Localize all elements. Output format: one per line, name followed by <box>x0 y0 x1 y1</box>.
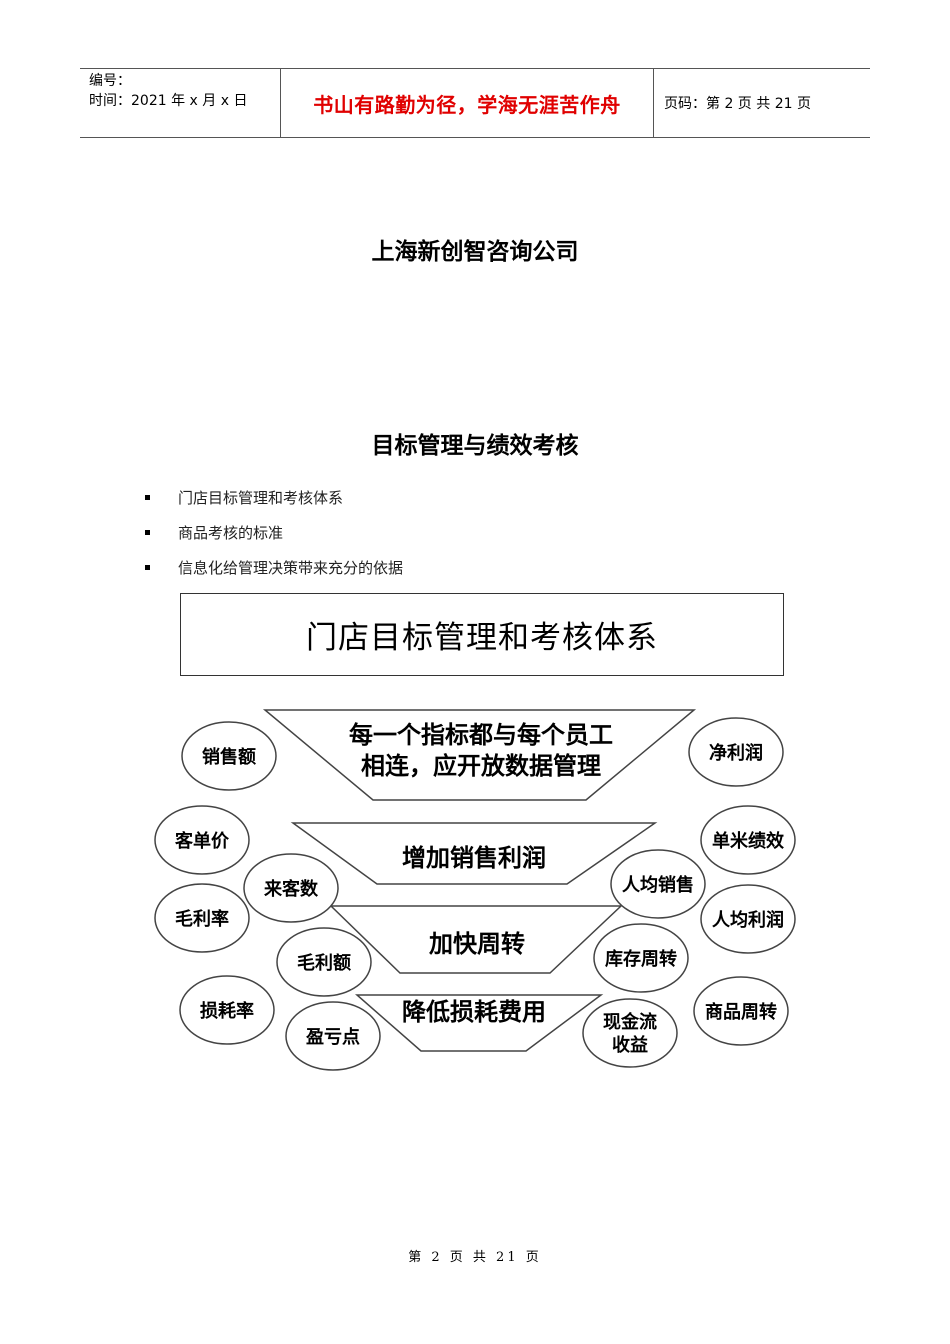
bullet-item: 门店目标管理和考核体系 <box>145 480 403 515</box>
funnel-text-1b: 相连，应开放数据管理 <box>361 751 601 780</box>
ellipse-label: 来客数 <box>263 878 319 900</box>
page-info: 页码：第 2 页 共 21 页 <box>664 96 811 112</box>
ellipse-net-profit <box>688 717 784 787</box>
ellipse-cashflow <box>582 998 678 1068</box>
ellipse-sales <box>181 721 277 791</box>
ellipse-stock-turnover <box>593 923 689 993</box>
funnel-text-1a: 每一个指标都与每个员工 <box>349 720 613 749</box>
funnel-trapezoid-2 <box>290 822 658 885</box>
ellipse-label: 人均销售 <box>622 874 694 896</box>
ellipse-turnover <box>693 976 789 1046</box>
bullet-square-icon <box>145 530 150 535</box>
funnel-trapezoid-1 <box>262 709 697 801</box>
bullet-list: 门店目标管理和考核体系 商品考核的标准 信息化给管理决策带来充分的依据 <box>145 480 403 585</box>
company-name: 上海新创智咨询公司 <box>371 238 579 265</box>
diagram-title: 门店目标管理和考核体系 <box>180 593 784 676</box>
ellipse-unit-price <box>154 805 250 875</box>
funnel-text-4: 降低损耗费用 <box>402 997 546 1026</box>
bullet-square-icon <box>145 495 150 500</box>
funnel-trapezoid-4 <box>355 994 604 1052</box>
ellipse-label: 单米绩效 <box>712 830 785 852</box>
time-label: 时间：2021 年 x 月 x 日 <box>89 93 248 109</box>
ellipse-label: 销售额 <box>202 746 256 768</box>
funnel-text-3: 加快周转 <box>429 929 525 958</box>
ellipse-per-meter <box>700 805 796 875</box>
bullet-square-icon <box>145 565 150 570</box>
ellipse-label: 净利润 <box>709 742 763 764</box>
ellipse-label: 商品周转 <box>705 1001 777 1023</box>
ellipse-visitors <box>243 853 339 923</box>
ellipse-label: 毛利额 <box>297 952 351 974</box>
ellipse-label: 损耗率 <box>200 1000 254 1022</box>
ellipse-per-capita-sales <box>610 849 706 919</box>
funnel-text-2: 增加销售利润 <box>402 843 546 872</box>
ellipse-label: 库存周转 <box>605 948 677 970</box>
ellipse-label: 人均利润 <box>712 909 784 931</box>
ellipse-breakeven <box>285 1001 381 1071</box>
funnel-trapezoid-3 <box>329 905 623 974</box>
ellipse-label: 盈亏点 <box>305 1026 360 1048</box>
ellipse-label: 现金流 <box>603 1011 657 1033</box>
ellipse-label: 毛利率 <box>175 908 229 930</box>
ellipse-label: 客单价 <box>175 830 230 852</box>
number-label: 编号： <box>89 73 131 89</box>
page-footer: 第 2 页 共 21 页 <box>408 1250 542 1265</box>
ellipse-loss-rate <box>179 975 275 1045</box>
ellipse-margin-amount <box>276 927 372 997</box>
section-title: 目标管理与绩效考核 <box>371 432 579 459</box>
ellipse-per-capita-profit <box>700 884 796 954</box>
ellipse-label: 收益 <box>612 1034 648 1056</box>
header-left-cell: 编号： 时间：2021 年 x 月 x 日 <box>80 69 281 137</box>
header-table: 编号： 时间：2021 年 x 月 x 日 书山有路勤为径，学海无涯苦作舟 页码… <box>80 68 870 138</box>
bullet-item: 信息化给管理决策带来充分的依据 <box>145 550 403 585</box>
bullet-item: 商品考核的标准 <box>145 515 403 550</box>
motto: 书山有路勤为径，学海无涯苦作舟 <box>281 69 654 137</box>
ellipse-margin-rate <box>154 883 250 953</box>
